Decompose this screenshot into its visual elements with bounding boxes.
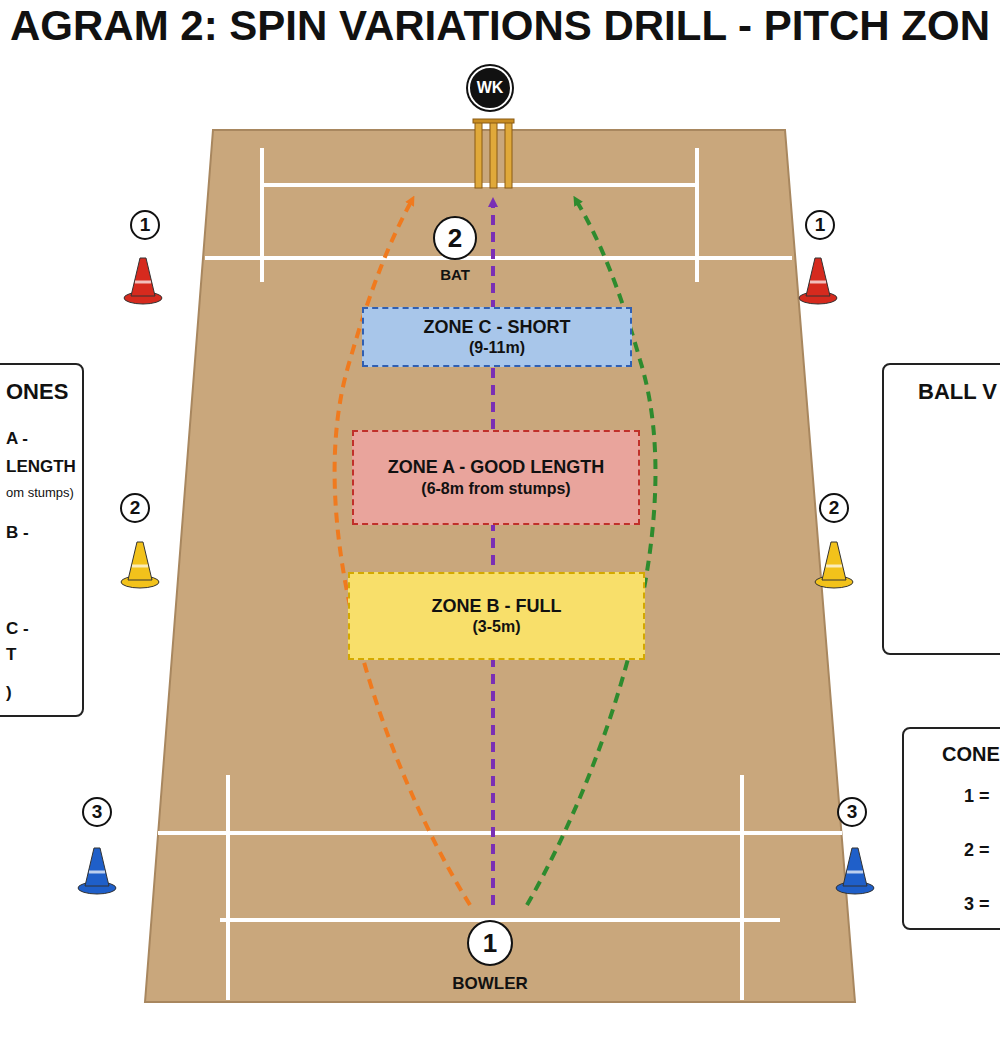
legend-label: 1 = (964, 786, 990, 807)
node-sublabel: (9-11m) (469, 338, 525, 358)
title: AGRAM 2: SPIN VARIATIONS DRILL - PITCH Z… (0, 2, 1000, 50)
node-label: ZONE B - FULL (432, 595, 562, 618)
callout-number: 1 (805, 210, 835, 240)
zones-key-panel: ONES A - LENGTH om stumps) B - C - T) (0, 363, 84, 717)
node-sublabel: (3-5m) (472, 617, 520, 637)
zone-box: ZONE C - SHORT(9-11m) (362, 307, 632, 367)
stumps (473, 119, 514, 188)
node-label: ZONE C - SHORT (424, 316, 571, 339)
legend-label: 2 = (964, 840, 990, 861)
callout-number: 3 (837, 797, 867, 827)
crease-lines (158, 148, 842, 1000)
callout-number: 2 (120, 493, 150, 523)
pitch-surface (145, 130, 855, 1002)
node-sublabel: om stumps) (6, 485, 74, 500)
keeper-circle: WK (468, 66, 512, 110)
node-label: ZONE A - GOOD LENGTH (388, 456, 605, 479)
batter-circle: 2BAT (433, 216, 477, 260)
zone-box: ZONE A - GOOD LENGTH(6-8m from stumps) (352, 430, 640, 525)
node-sublabel: ) (6, 683, 12, 703)
node-label: 1 (483, 928, 497, 959)
callout-number: 1 (130, 210, 160, 240)
off-spin-arrow (335, 200, 470, 905)
node-sublabel: (6-8m from stumps) (421, 479, 570, 499)
node-label: ONES (6, 379, 68, 405)
node-label: CONE (942, 743, 1000, 766)
callout-number: 2 (819, 493, 849, 523)
cones (78, 258, 952, 923)
bowler-circle: 1BOWLER (467, 920, 513, 966)
leg-spin-arrow (527, 200, 655, 905)
node-sublabel: C - (6, 619, 29, 639)
legend-label: 3 = (964, 894, 990, 915)
callout-number: 3 (82, 797, 112, 827)
node-label: 2 (448, 223, 462, 254)
node-sublabel: BOWLER (452, 974, 528, 994)
node-label: WK (477, 79, 504, 97)
node-sublabel: A - (6, 429, 28, 449)
node-label: BALL V (918, 379, 997, 405)
ball-key-panel: BALL V (882, 363, 1000, 655)
node-sublabel: LENGTH (6, 457, 76, 477)
node-sublabel: B - (6, 523, 29, 543)
node-sublabel: T (6, 645, 16, 665)
zone-box: ZONE B - FULL(3-5m) (348, 572, 645, 660)
node-sublabel: BAT (440, 266, 470, 283)
